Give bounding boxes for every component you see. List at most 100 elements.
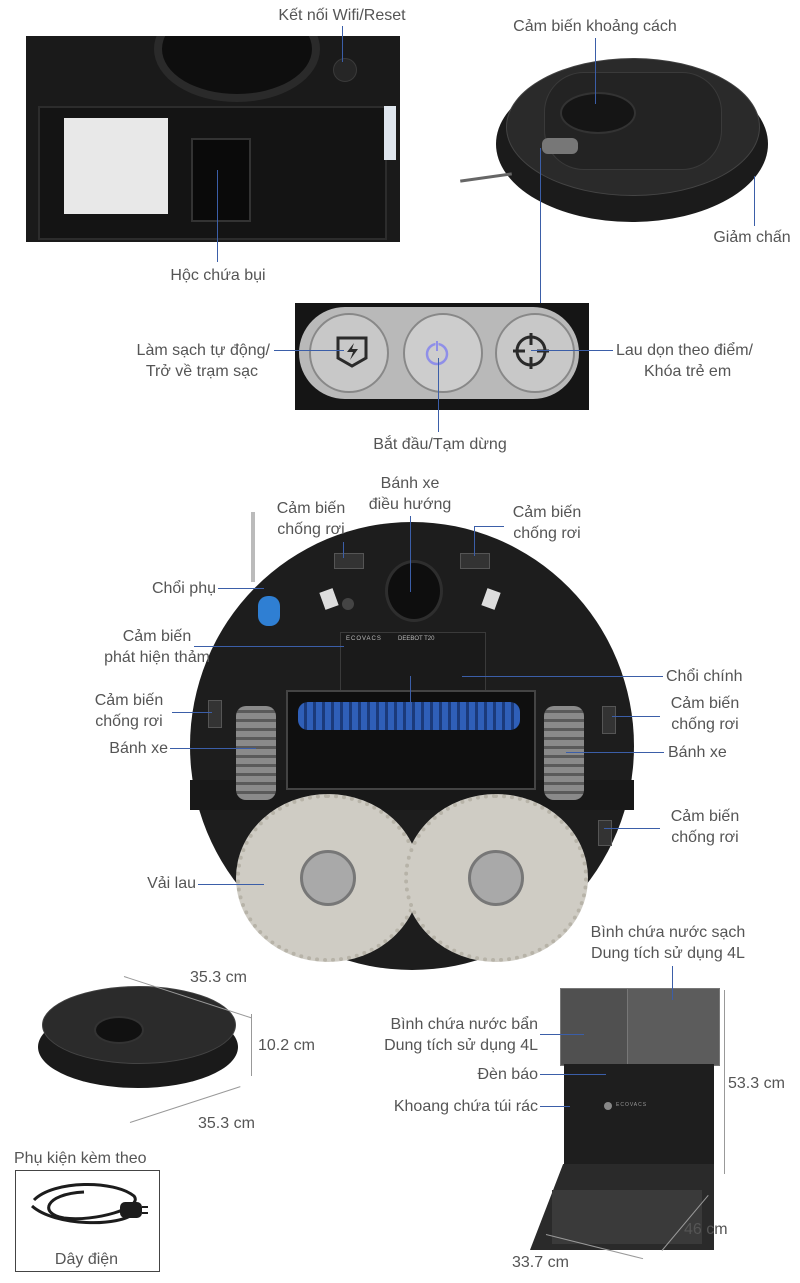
nav-wheel-label-1: Bánh xe (380, 475, 440, 492)
dirty-tank-label-1: Bình chứa nước bẩn (390, 1016, 538, 1033)
auto-clean-button[interactable] (309, 313, 389, 393)
start-pause-leader (438, 358, 439, 432)
robot-dim-lidar (94, 1016, 144, 1044)
robot-height-label: 10.2 cm (258, 1037, 315, 1054)
mop-label: Vải lau (147, 875, 196, 892)
wheel-left (236, 706, 276, 800)
bumper-label: Giảm chấn (713, 229, 791, 246)
drop-sensor-lr-label-1: Cảm biến (670, 808, 740, 825)
dust-box-latch (191, 138, 251, 222)
drop-sensor-tr-leader-v (474, 526, 475, 556)
station-ramp (552, 1190, 702, 1244)
drop-sensor-mid-right (602, 706, 616, 734)
lidar-cap (560, 92, 636, 134)
station-tank-dirty (560, 988, 628, 1066)
start-pause-button[interactable] (403, 313, 483, 393)
distance-sensor-label: Cảm biến khoảng cách (513, 18, 677, 35)
drop-sensor-tl-label-1: Cảm biến (276, 500, 346, 517)
drop-sensor-tl-label-2: chống rơi (277, 521, 345, 538)
bumper-leader (754, 176, 755, 226)
wheel-right-label: Bánh xe (668, 744, 727, 761)
spot-clean-label-2: Khóa trẻ em (644, 363, 732, 380)
dirty-tank-label-2: Dung tích sử dụng 4L (384, 1037, 538, 1054)
drop-sensor-lr-label-2: chống rơi (671, 829, 739, 846)
mop-leader (198, 884, 264, 885)
side-brush-leader (218, 588, 264, 589)
wifi-reset-label: Kết nối Wifi/Reset (278, 7, 406, 24)
station-brand: ECOVACS (616, 1102, 648, 1108)
indicator-label: Đèn báo (477, 1066, 539, 1083)
drop-sensor-top-left (334, 553, 364, 569)
wheel-left-label: Bánh xe (109, 740, 168, 757)
panel-connector (540, 148, 541, 304)
robot-width-label: 35.3 cm (190, 969, 247, 986)
wheel-right (544, 706, 584, 800)
indicator-leader (540, 1074, 606, 1075)
nav-wheel-leader (410, 516, 411, 592)
clean-tank-label-1: Bình chứa nước sạch (590, 924, 746, 941)
nav-wheel (385, 560, 443, 622)
bag-bay-leader (540, 1106, 570, 1107)
drop-sensor-tl-leader (343, 542, 344, 558)
drop-sensor-ml-leader (172, 712, 212, 713)
button-panel-photo (295, 303, 589, 410)
distance-sensor-leader (595, 38, 596, 104)
accessories-title: Phụ kiện kèm theo (14, 1150, 147, 1167)
nav-wheel-label-2: điều hướng (368, 496, 452, 513)
accessories-box (15, 1170, 160, 1272)
drop-sensor-ml-label-2: chống rơi (95, 713, 163, 730)
carpet-sensor-leader (194, 646, 344, 647)
station-tank-clean (622, 988, 720, 1066)
robot-dim-photo (38, 986, 238, 1090)
main-brush-leader (462, 676, 663, 677)
carpet-sensor-label-1: Cảm biến (122, 628, 192, 645)
spot-clean-button[interactable] (495, 313, 575, 393)
drop-sensor-mr-label-2: chống rơi (671, 716, 739, 733)
dust-box-instruction-card (64, 118, 168, 214)
drop-sensor-top-right (460, 553, 490, 569)
power-cord-icon (30, 1182, 148, 1225)
power-icon (425, 341, 449, 366)
drop-sensor-ml-label-1: Cảm biến (94, 692, 164, 709)
side-brush-label: Chổi phụ (151, 580, 216, 597)
bag-bay-label: Khoang chứa túi rác (393, 1098, 538, 1115)
mop-left-hub (300, 850, 356, 906)
station-height-label: 53.3 cm (728, 1075, 785, 1092)
carpet-sensor (342, 598, 354, 610)
main-brush-leader-v (410, 676, 411, 716)
robot-depth-label: 35.3 cm (198, 1115, 255, 1132)
drop-sensor-mr-label-1: Cảm biến (670, 695, 740, 712)
drop-sensor-tr-label-1: Cảm biến (512, 504, 582, 521)
return-home-icon (336, 336, 368, 368)
info-sticker (340, 632, 486, 692)
info-sticker-model: DEEBOT T20 (398, 636, 435, 642)
auto-clean-label-2: Trở về trạm sạc (145, 363, 258, 380)
station-width-label: 33.7 cm (512, 1254, 569, 1271)
station-body (564, 1064, 714, 1164)
dirty-tank-leader (540, 1034, 584, 1035)
dust-box-top-disc (154, 36, 320, 102)
mop-right-hub (468, 850, 524, 906)
station-depth-label: 46 cm (684, 1221, 728, 1238)
drop-sensor-mr-leader (612, 716, 660, 717)
wifi-reset-leader (342, 26, 343, 62)
drop-sensor-lr-leader (604, 828, 660, 829)
side-brush-hub (258, 596, 280, 626)
drop-sensor-lower-right (598, 820, 612, 846)
auto-clean-label-1: Làm sạch tự động/ (136, 342, 270, 359)
wheel-right-leader (566, 752, 664, 753)
start-pause-label: Bắt đầu/Tạm dừng (373, 436, 507, 453)
wifi-button[interactable] (333, 58, 357, 82)
auto-clean-leader (274, 350, 344, 351)
main-brush (298, 702, 520, 730)
main-brush-label: Chổi chính (666, 668, 743, 685)
clean-tank-leader (672, 966, 673, 1000)
info-sticker-brand: ECOVACS (346, 636, 382, 642)
dust-box-label-sticker (384, 106, 396, 160)
station-indicator-light (604, 1102, 612, 1110)
side-brush-bristles (251, 512, 255, 582)
spot-clean-leader (531, 350, 613, 351)
station-photo: ECOVACS (530, 984, 722, 1252)
carpet-sensor-label-2: phát hiện thảm (104, 649, 210, 666)
robot-height-line (251, 1014, 252, 1076)
